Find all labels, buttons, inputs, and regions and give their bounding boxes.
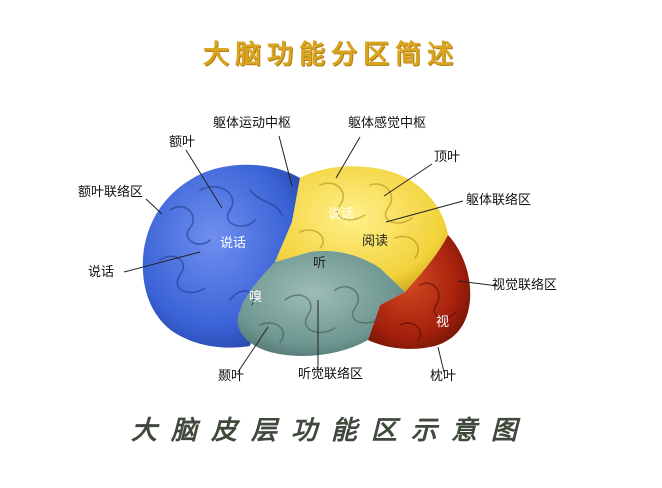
temporal-lobe-region: [237, 250, 405, 356]
label-frontal-lobe: 额叶: [169, 135, 196, 150]
inner-label-speech-parietal: 说话: [328, 207, 355, 222]
diagram-title: 大脑功能分区简述: [202, 40, 459, 70]
label-sensory-cortex: 躯体感觉中枢: [348, 116, 427, 131]
inner-label-reading: 阅读: [362, 234, 389, 249]
inner-label-vision: 视: [436, 315, 450, 330]
label-auditory-association: 听觉联络区: [298, 367, 364, 382]
label-speech: 说话: [88, 265, 115, 280]
label-frontal-association: 额叶联络区: [78, 185, 144, 200]
label-parietal-lobe: 顶叶: [434, 150, 461, 165]
leader-visual-association: [457, 280, 499, 287]
leader-speech: [123, 251, 201, 273]
inner-label-hearing: 听: [313, 256, 327, 271]
leader-parietal-lobe: [383, 163, 433, 197]
label-somatic-association: 躯体联络区: [466, 193, 532, 208]
leader-occipital-lobe: [437, 346, 445, 373]
inner-label-speech-frontal: 说话: [220, 236, 247, 251]
leader-sensory: [335, 136, 361, 179]
parietal-lobe-region: [275, 166, 448, 292]
label-visual-association: 视觉联络区: [492, 278, 558, 293]
leader-motor: [278, 135, 293, 187]
leader-frontal-association: [145, 198, 163, 215]
leader-temporal-lobe: [237, 326, 269, 373]
occipital-lobe-region: [368, 235, 471, 349]
inner-label-smell: 嗅: [249, 290, 263, 305]
diagram-caption: 大脑皮层功能区示意图: [130, 416, 531, 446]
leader-lines: [123, 135, 499, 373]
leader-frontal-lobe: [185, 149, 223, 209]
label-occipital-lobe: 枕叶: [430, 369, 457, 384]
leader-somatic-association: [385, 200, 464, 223]
label-motor-cortex: 躯体运动中枢: [213, 116, 292, 131]
gyri-texture: [159, 182, 457, 343]
label-temporal-lobe: 颞叶: [218, 369, 245, 384]
